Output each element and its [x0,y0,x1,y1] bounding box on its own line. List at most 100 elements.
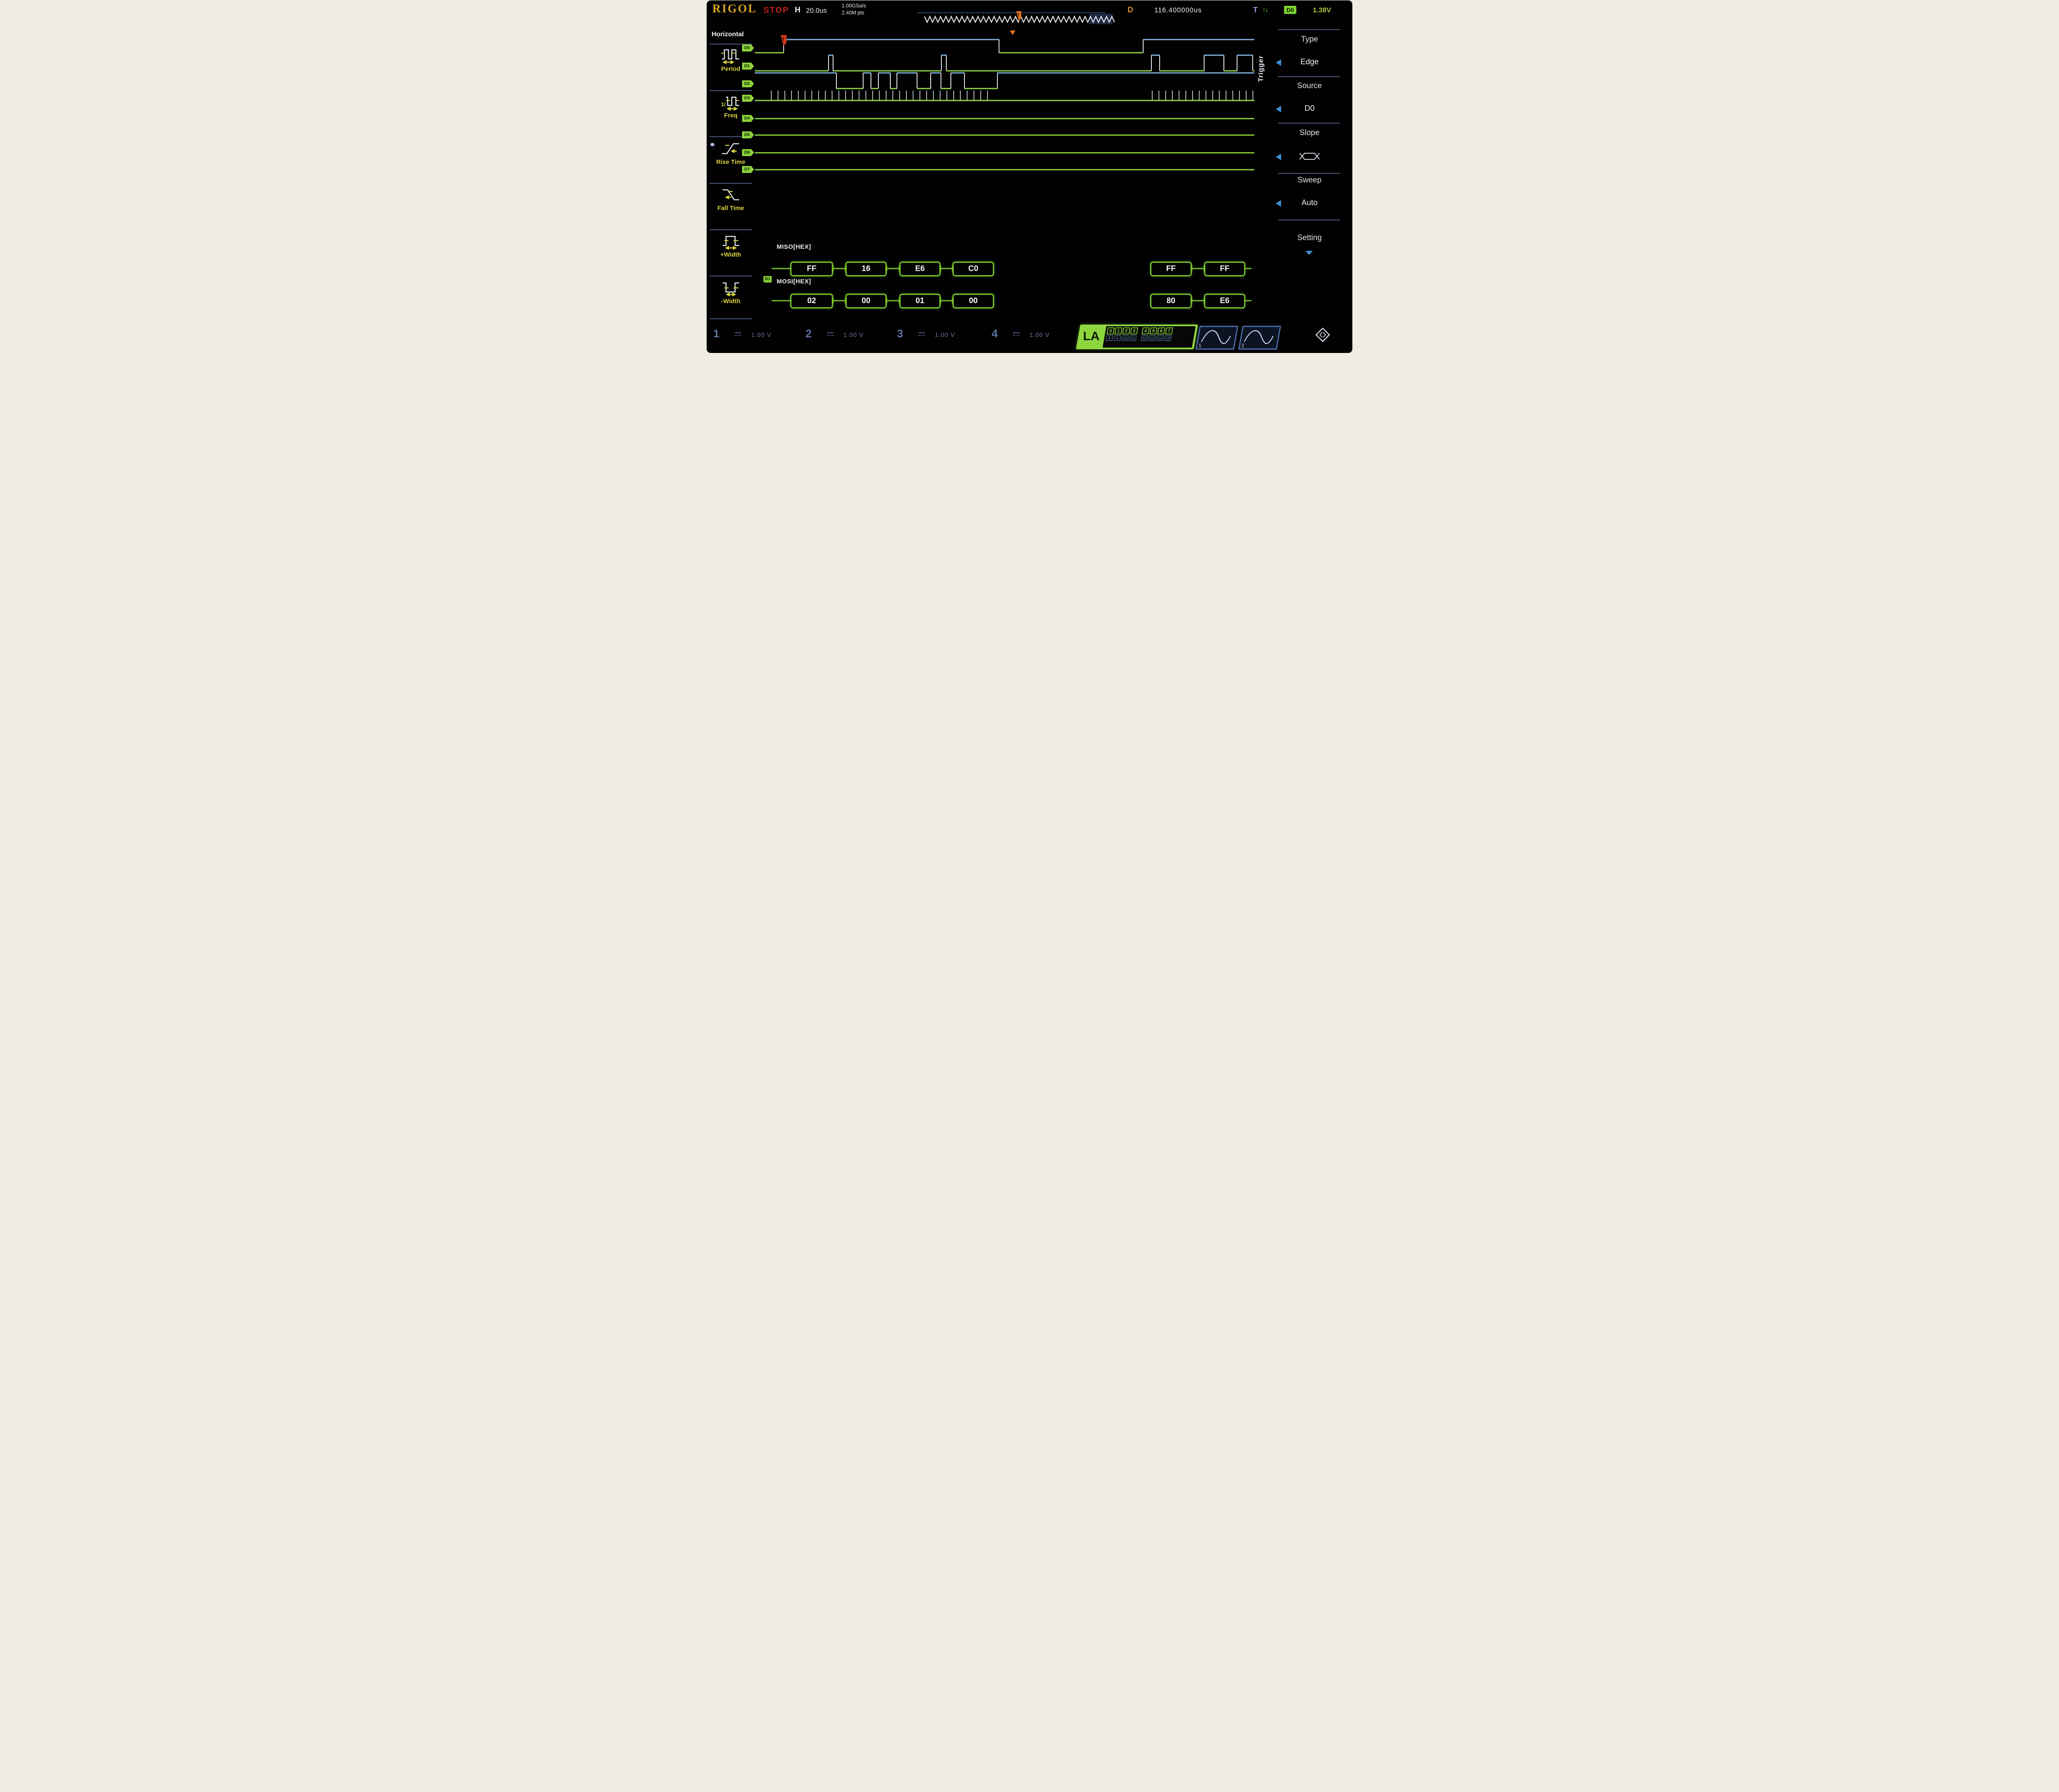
decode-value: 80 [1150,294,1192,308]
divider [1278,76,1340,77]
decode-value: E6 [899,262,941,276]
delay-d-label: D [1128,6,1133,14]
measure-item-fall-time[interactable]: Fall Time [707,186,755,212]
channel-label-D3[interactable]: D3 [742,95,754,102]
menu-header-sweep: Sweep [1297,176,1322,185]
decode-value: E6 [1204,294,1245,308]
menu-header-slope: Slope [1299,129,1320,137]
dc-coupling-icon [918,332,925,336]
la-digit-active: 1 [1114,327,1123,334]
channel-label-D2[interactable]: D2 [742,80,754,87]
channel-label-D7[interactable]: D7 [742,166,754,173]
divider [1278,29,1340,30]
la-digit-inactive: 8 [1105,335,1114,341]
decode-value: 01 [899,294,941,308]
dc-coupling-icon [827,332,833,336]
la-digit-active: 6 [1157,327,1166,334]
channel-label-D5[interactable]: D5 [742,131,754,138]
decode-value: 00 [952,294,994,308]
divider [710,229,752,230]
decode-value: 02 [790,294,833,308]
rise-time-icon [721,143,739,154]
left-arrow-icon [1276,200,1281,207]
channel4-scale: 1.00 V [1030,332,1050,339]
channel4-status[interactable]: 4 [992,327,998,340]
measure-label: Period [721,65,740,72]
left-arrow-icon [1276,154,1281,160]
channel-label-D0[interactable]: D0 [742,44,754,51]
channel-label-D6[interactable]: D6 [742,149,754,156]
horizontal-h-label: H [795,6,801,14]
la-digit-active: 4 [1142,327,1150,334]
delay-time-value[interactable]: 116.400000us [1154,7,1202,14]
trigger-level-value: 1.38V [1313,6,1331,14]
channel1-status[interactable]: 1 [713,327,720,340]
la-digit-active: 0 [1107,327,1115,334]
svg-text:T: T [1017,13,1020,18]
divider [1278,173,1340,174]
timebase-value[interactable]: 20.0us [806,7,827,14]
sine-icon [1244,330,1274,344]
menu-value-source[interactable]: D0 [1304,104,1315,113]
measure-item-rise-time[interactable]: Rise Time [707,140,755,166]
left-menu-title: Horizontal [712,31,744,38]
menu-header-setting[interactable]: Setting [1297,234,1322,242]
channel2-status[interactable]: 2 [805,327,812,340]
decode-value: FF [1204,262,1245,276]
la-digit-active: 7 [1165,327,1174,334]
la-digit-active: 3 [1130,327,1139,334]
bus1-badge[interactable]: B1 [763,276,772,283]
menu-value-sweep[interactable]: Auto [1301,199,1318,207]
run-status[interactable]: STOP [763,6,789,15]
menu-header-source: Source [1297,82,1322,90]
memory-depth: 2.40M pts [842,9,864,16]
divider [710,136,752,137]
down-arrow-icon [1305,251,1313,255]
trigger-updown-arrows-icon: ↑↓ [1262,6,1268,14]
measure-item-period[interactable]: Period [707,47,755,72]
menu-value-slope[interactable] [1273,151,1346,164]
dc-coupling-icon [735,332,741,336]
la-digit-inactive: 10 [1121,335,1129,341]
measure-item-pos-width[interactable]: +Width [707,232,755,258]
la-digit-inactive: 13 [1148,335,1156,341]
either-edge-slope-icon [1299,153,1320,160]
la-digit-inactive: 12 [1140,335,1149,341]
divider [710,90,752,91]
channel3-status[interactable]: 3 [897,327,903,340]
decode-value: 00 [845,294,887,308]
measure-item-neg-width[interactable]: -Width [707,279,755,305]
trigger-source-badge[interactable]: D0 [1284,6,1296,14]
measure-label: Rise Time [716,159,745,166]
channel-label-D1[interactable]: D1 [742,63,754,70]
la-digit-inactive: 9 [1113,335,1121,341]
divider [710,183,752,184]
selection-dot [710,143,714,146]
menu-value-type[interactable]: Edge [1300,58,1319,66]
channel-label-D4[interactable]: D4 [742,115,754,122]
measure-item-freq[interactable]: 1/ Freq [707,93,755,119]
measure-label: Fall Time [717,205,744,212]
divider [1278,123,1340,124]
right-menu-title: Trigger [1257,55,1265,82]
la-digit-inactive: 14 [1156,335,1164,341]
la-digit-active: 2 [1122,327,1131,334]
rigol-logo: RIGOL [712,2,757,15]
dc-coupling-icon [1013,332,1020,336]
source2-waveform-icon[interactable]: 2 [1238,326,1282,350]
la-digit-inactive: 11 [1129,335,1137,341]
decode-value: FF [1150,262,1192,276]
channel2-scale: 1.00 V [843,332,864,339]
decode-value: C0 [952,262,994,276]
svg-text:T: T [782,37,785,42]
source-number: 1 [1198,343,1202,348]
minus-width-icon [722,282,739,297]
la-digit-inactive: 15 [1164,335,1172,341]
source1-waveform-icon[interactable]: 1 [1195,326,1239,350]
decode-value: 16 [845,262,887,276]
channel3-scale: 1.00 V [935,332,955,339]
measure-label: Freq [724,112,738,119]
